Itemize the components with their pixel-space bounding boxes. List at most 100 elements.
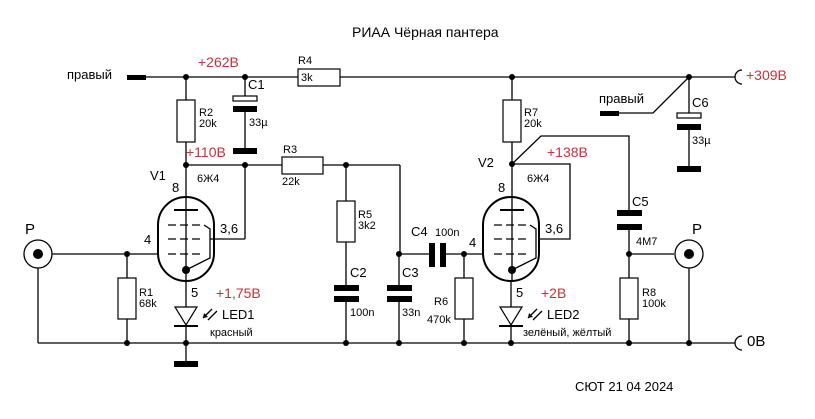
voltage-b-plus: +309В <box>746 67 787 83</box>
resistor-r8 <box>619 277 639 320</box>
v2-pin-anode: 8 <box>498 180 505 195</box>
r5-value: 3k2 <box>358 220 376 232</box>
output-connector-label: Р <box>692 221 702 238</box>
tube-v2 <box>482 196 540 282</box>
capacitor-c6 <box>677 124 701 130</box>
capacitor-c4 <box>429 243 435 267</box>
resistor-r3 <box>281 156 324 175</box>
r7-value: 20k <box>524 118 542 130</box>
led2-light-icon <box>527 308 543 321</box>
ground-terminal <box>734 335 743 351</box>
junction <box>183 340 189 346</box>
v2-screen-wire <box>512 163 571 240</box>
capacitor-c3-plate <box>387 296 412 302</box>
r2-ref: R2 <box>199 107 213 119</box>
led2-note: зелёный, жёлтый <box>523 327 611 339</box>
input-connector-pin <box>33 249 43 259</box>
supply-input-terminal <box>127 75 146 80</box>
c2-value: 100n <box>350 307 374 319</box>
supply-input-label: правый <box>67 67 112 82</box>
v2-ref: V2 <box>478 155 494 170</box>
c6-ref: C6 <box>692 95 709 110</box>
led1-light-icon <box>202 308 218 321</box>
output-connector-pin <box>684 249 694 259</box>
c3-value: 33n <box>402 307 420 319</box>
capacitor-c2 <box>334 285 359 291</box>
c4-value: 100n <box>435 227 459 239</box>
v2-pin-grid: 4 <box>469 235 476 250</box>
resistor-r1 <box>117 277 137 320</box>
supply-right-terminal <box>600 111 619 116</box>
capacitor-c2-plate <box>334 296 359 302</box>
capacitor-c5-plate <box>617 224 642 230</box>
r6-ref: R6 <box>434 296 448 308</box>
v1-ref: V1 <box>150 168 166 183</box>
v1-pin-screen: 3,6 <box>220 221 238 236</box>
r8-value: 100k <box>642 298 666 310</box>
resistor-r6 <box>454 277 474 320</box>
r6-value: 470k <box>427 314 451 326</box>
capacitor-c1-plus <box>232 95 258 102</box>
led2 <box>498 306 524 327</box>
junction <box>124 340 130 346</box>
v1-type: 6Ж4 <box>197 173 219 185</box>
capacitor-c1 <box>233 106 257 112</box>
c6-value: 33µ <box>692 135 711 147</box>
r3-ref: R3 <box>283 144 297 156</box>
c5-value: 4M7 <box>636 236 657 248</box>
r8-ref: R8 <box>642 287 656 299</box>
c1-ground-terminal <box>233 148 257 154</box>
resistor-r7 <box>502 99 522 143</box>
r4-ref: R4 <box>298 55 312 67</box>
voltage-v1-cathode: +1,75В <box>216 285 261 301</box>
led1-note: красный <box>210 327 253 339</box>
capacitor-c5 <box>617 210 642 216</box>
c3-ref: C3 <box>402 265 419 280</box>
c6-ground-terminal <box>677 166 701 172</box>
v1-pin-grid: 4 <box>144 232 151 247</box>
r4-value: 3k <box>301 72 313 84</box>
voltage-v2-anode: +138В <box>547 144 588 160</box>
r1-value: 68k <box>139 298 157 310</box>
c4-ref: C4 <box>411 224 428 239</box>
b-plus-terminal <box>734 69 743 85</box>
voltage-r4-node: +262В <box>198 54 239 70</box>
v1-pin-cathode: 5 <box>191 285 198 300</box>
v1-pin-anode: 8 <box>172 180 179 195</box>
v1-ground-terminal <box>174 361 198 367</box>
input-connector-label: Р <box>25 221 35 238</box>
led2-ref: LED2 <box>547 307 580 322</box>
supply-right-label: правый <box>599 91 644 106</box>
r7-ref: R7 <box>524 107 538 119</box>
resistor-r2 <box>176 99 196 143</box>
tube-v1 <box>157 196 245 282</box>
ground-label: 0В <box>747 333 765 350</box>
led1 <box>173 306 199 327</box>
capacitor-c4-plate <box>440 243 446 267</box>
c2-ref: C2 <box>350 265 367 280</box>
resistor-r4 <box>297 68 341 87</box>
voltage-v1-anode: +110В <box>186 144 226 160</box>
c1-ref: C1 <box>248 77 265 92</box>
voltage-v2-cathode: +2В <box>541 285 566 301</box>
capacitor-c3 <box>387 285 412 291</box>
v2-pin-cathode: 5 <box>516 285 523 300</box>
supply-rail <box>127 69 743 85</box>
v2-pin-screen: 3,6 <box>545 221 563 236</box>
r3-value: 22k <box>282 176 300 188</box>
resistor-r5 <box>336 200 356 243</box>
capacitor-c6-plus <box>676 112 702 119</box>
tube-v2-cathode <box>508 266 516 274</box>
footer-credit: СЮТ 21 04 2024 <box>575 379 673 394</box>
led1-ref: LED1 <box>222 307 255 322</box>
schematic-title: РИАА Чёрная пантера <box>352 24 499 40</box>
r2-value: 20k <box>199 118 217 130</box>
c1-value: 33µ <box>249 117 268 129</box>
v2-type: 6Ж4 <box>527 173 549 185</box>
c5-ref: C5 <box>632 194 649 209</box>
v2-anode-to-c5-wire <box>511 135 630 210</box>
tube-v1-cathode <box>182 266 190 274</box>
r5-ref: R5 <box>358 209 372 221</box>
r1-ref: R1 <box>139 287 153 299</box>
